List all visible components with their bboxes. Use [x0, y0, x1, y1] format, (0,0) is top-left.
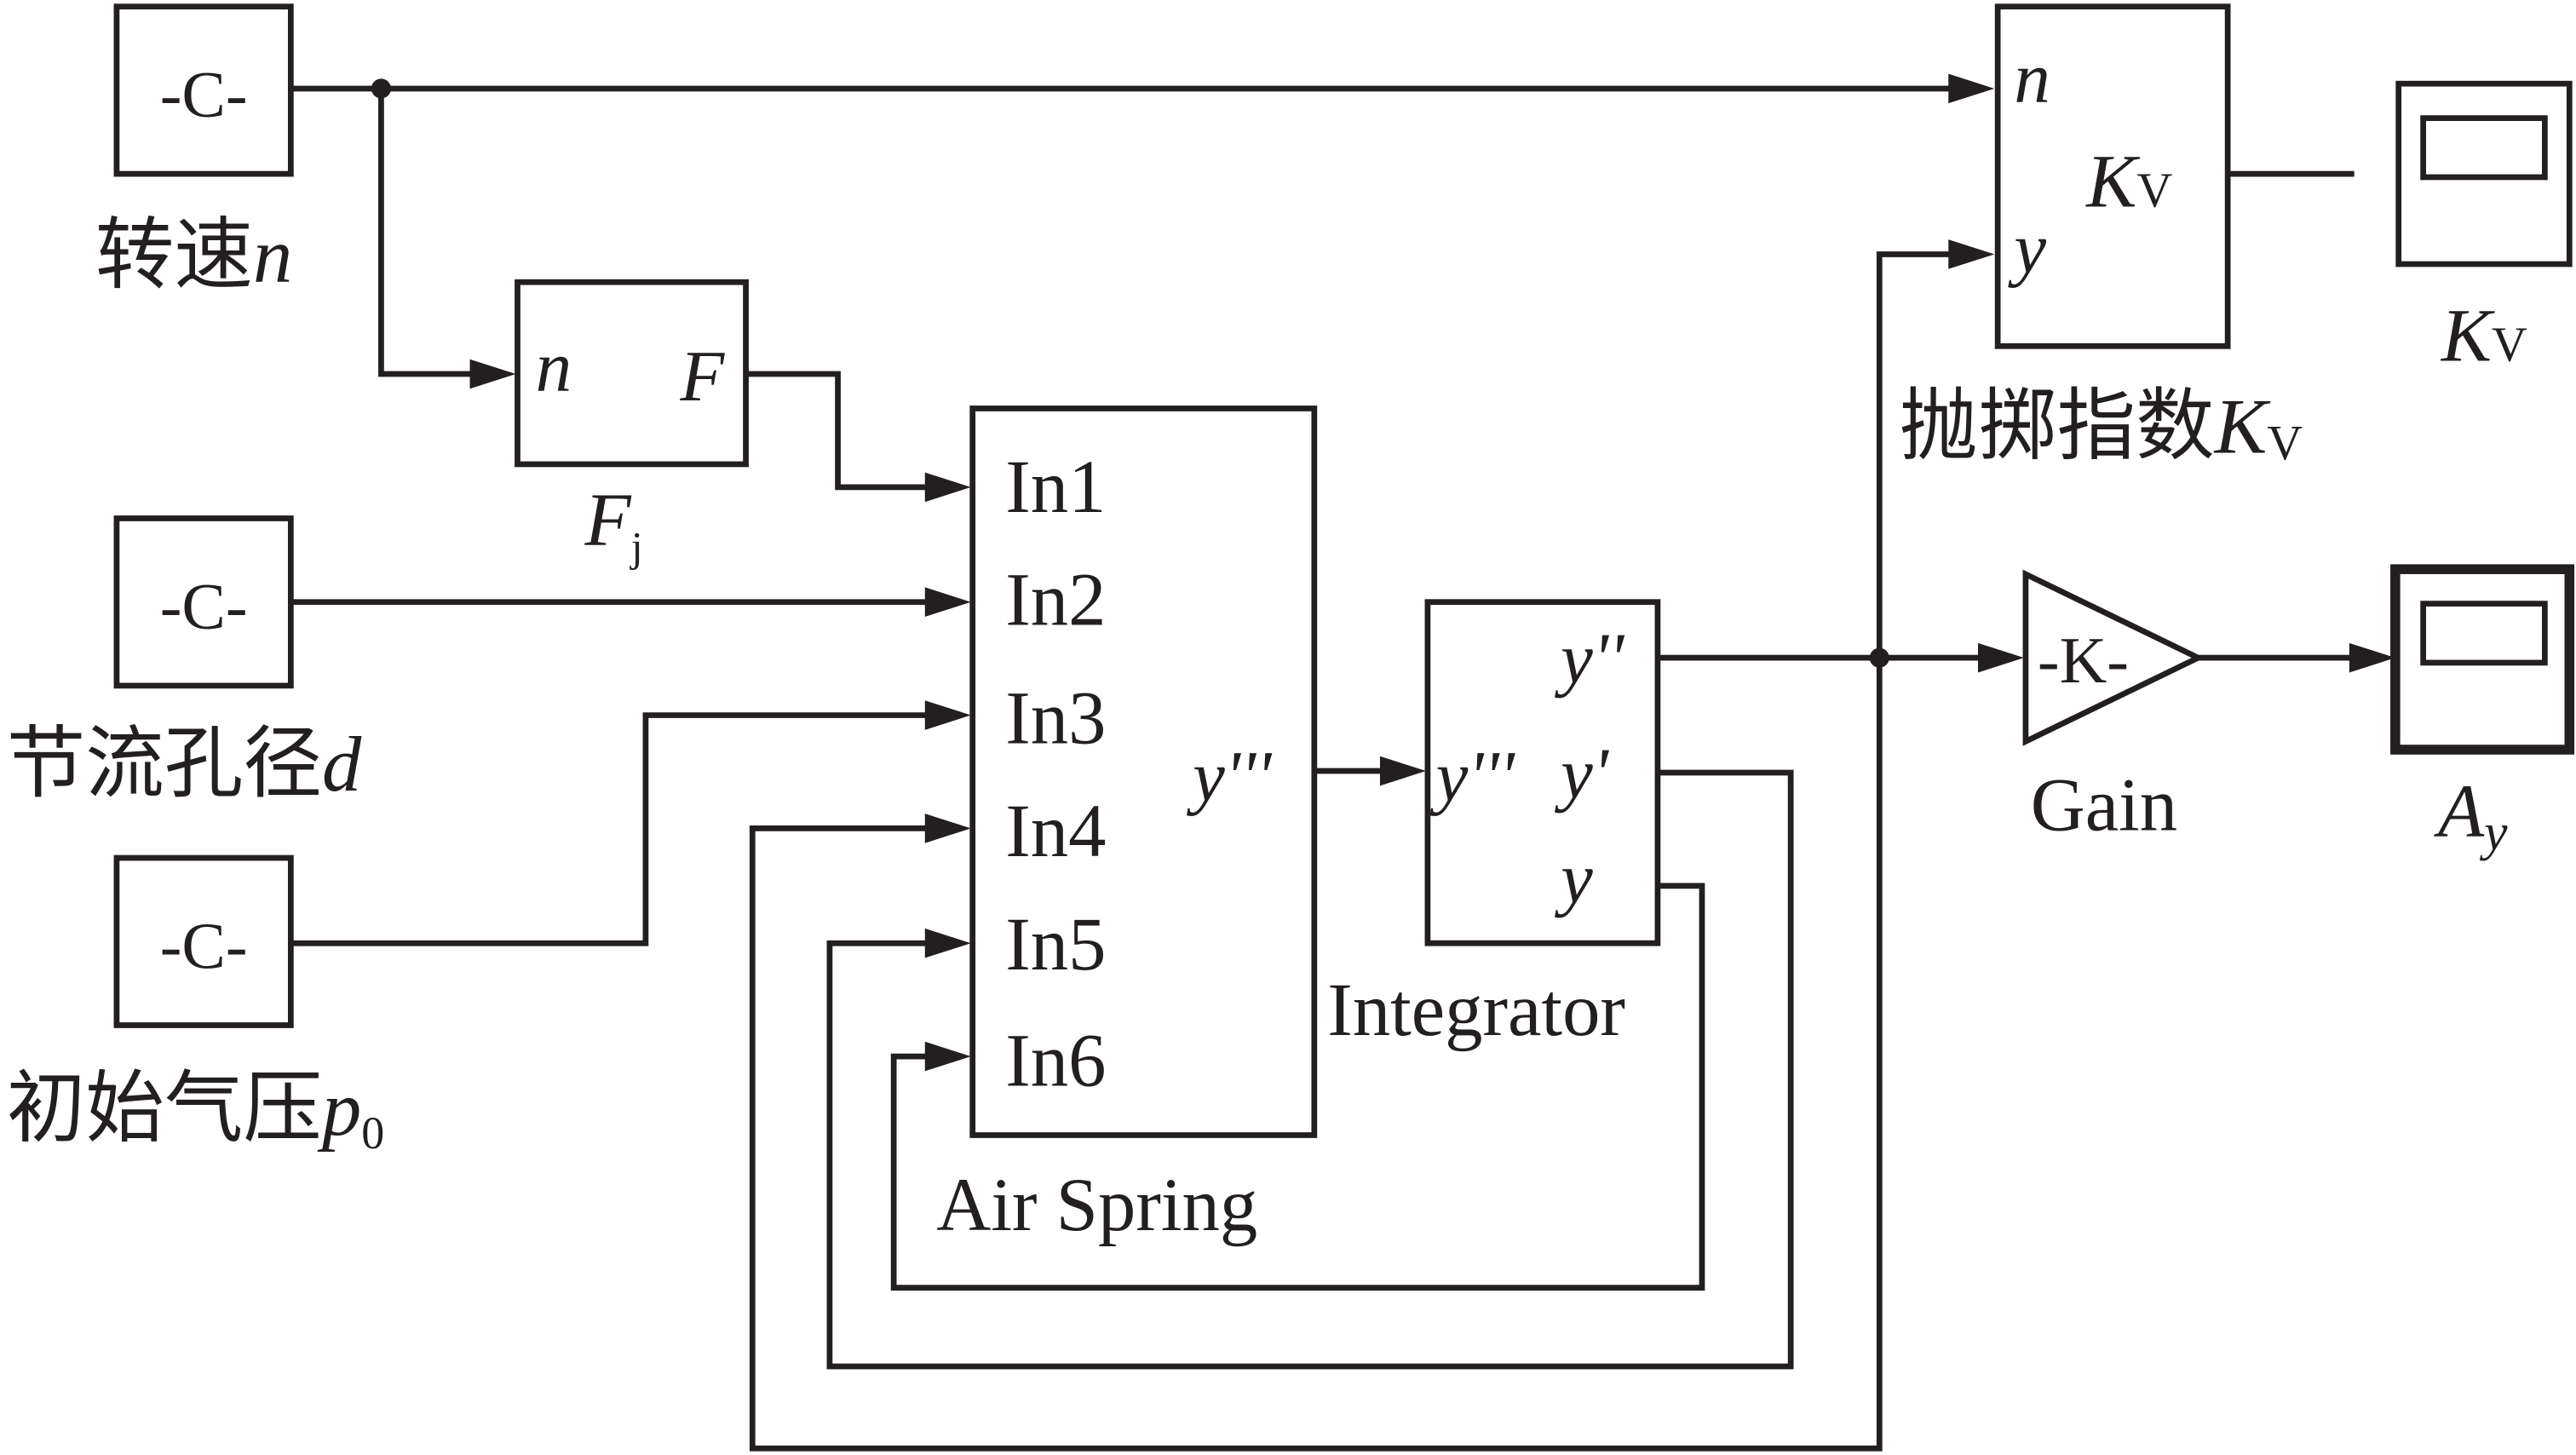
- arrowhead: [2349, 642, 2395, 673]
- constant-block-p0[interactable]: -C-: [113, 854, 294, 1028]
- air-spring-block[interactable]: In1 In2 In3 In4 In5 In6 y''': [969, 405, 1318, 1138]
- air-spring-port-in3: In3: [1005, 676, 1106, 760]
- kv-scope-caption: KV: [2440, 295, 2527, 378]
- air-spring-caption: Air Spring: [936, 1164, 1257, 1247]
- arrowhead: [924, 814, 971, 843]
- kv-caption: 抛掷指数KV: [1899, 384, 2303, 471]
- arrowhead: [924, 928, 971, 958]
- signal-line-y-to-in6[interactable]: [890, 883, 1705, 1291]
- arrowhead: [924, 587, 971, 618]
- arrowhead: [1978, 642, 2024, 673]
- signal-line-n-to-fj[interactable]: [378, 88, 486, 377]
- fj-input-port-n: n: [536, 326, 572, 406]
- gain-block[interactable]: -K-: [2022, 569, 2205, 746]
- integrator-input-port: y''': [1429, 737, 1516, 817]
- arrowhead: [924, 700, 971, 730]
- fj-block[interactable]: n F: [515, 279, 749, 468]
- kv-scope-screen-icon: [2420, 115, 2548, 181]
- ay-scope[interactable]: [2390, 564, 2575, 755]
- arrowhead: [924, 472, 971, 503]
- fj-output-port-f: F: [679, 336, 725, 417]
- constant-block-n-label: -C-: [160, 58, 248, 131]
- integrator-caption: Integrator: [1327, 969, 1625, 1052]
- integrator-block[interactable]: y''' y'' y' y: [1424, 599, 1661, 946]
- integrator-output-port-ydd: y'': [1554, 618, 1625, 699]
- constant-block-n[interactable]: -C-: [113, 3, 294, 177]
- constant-block-d-label: -C-: [160, 570, 248, 643]
- arrowhead: [1948, 239, 1995, 269]
- air-spring-port-in5: In5: [1005, 903, 1106, 986]
- ay-scope-caption: Ay: [2434, 770, 2508, 861]
- kv-input-port-y: y: [2007, 209, 2046, 289]
- air-spring-port-in6: In6: [1005, 1020, 1106, 1103]
- constant-d-caption: 节流孔径d: [7, 722, 362, 808]
- arrowhead: [469, 359, 516, 389]
- gain-block-label: -K-: [2038, 624, 2129, 697]
- integrator-output-port-y: y: [1554, 838, 1593, 918]
- gain-caption: Gain: [2031, 763, 2177, 847]
- kv-scope[interactable]: [2395, 80, 2573, 267]
- kv-input-port-n: n: [2014, 37, 2050, 118]
- signal-line-ydd-to-in4[interactable]: [749, 658, 1883, 1452]
- signal-line-p0-to-in3[interactable]: [290, 712, 942, 946]
- arrowhead: [924, 1041, 971, 1072]
- constant-block-p0-label: -C-: [160, 909, 248, 982]
- air-spring-port-in2: In2: [1005, 559, 1106, 642]
- constant-n-caption: 转速n: [95, 213, 292, 300]
- air-spring-port-in1: In1: [1005, 446, 1106, 529]
- ay-scope-screen-icon: [2420, 601, 2548, 666]
- signal-line-yd-to-in5[interactable]: [826, 769, 1794, 1370]
- signal-line-fj-to-in1[interactable]: [745, 371, 942, 491]
- arrowhead: [1380, 756, 1426, 786]
- air-spring-output-port: y''': [1186, 737, 1273, 817]
- constant-block-d[interactable]: -C-: [113, 515, 294, 689]
- air-spring-port-in4: In4: [1005, 790, 1106, 873]
- integrator-output-port-yd: y': [1554, 733, 1610, 814]
- constant-p0-caption: 初始气压p0: [7, 1067, 385, 1159]
- kv-output-port: KV: [2084, 141, 2172, 224]
- kv-block[interactable]: n y KV: [1994, 3, 2231, 349]
- arrowhead: [1948, 73, 1995, 104]
- signal-line-ydd-to-kv[interactable]: [1876, 251, 1965, 658]
- fj-caption: Fj: [584, 478, 643, 570]
